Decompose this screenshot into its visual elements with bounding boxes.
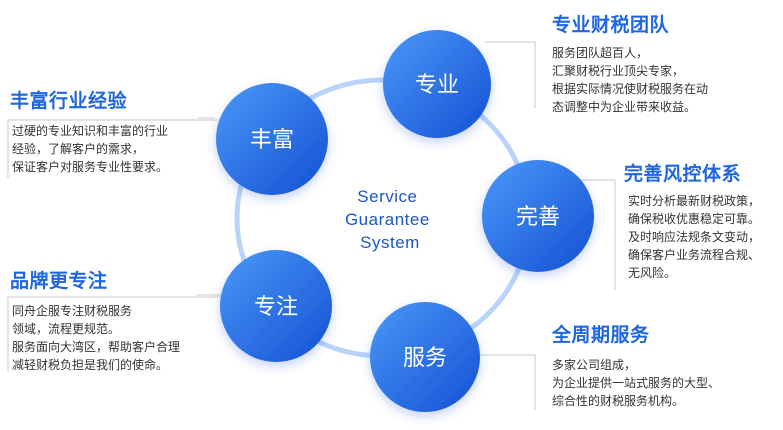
desc-line: 经验，了解客户的需求， [12, 142, 145, 156]
desc-line: 为企业提供一站式服务的大型、 [552, 376, 721, 390]
bracket-wanshan [570, 179, 616, 290]
desc-line: 确保税收优惠稳定可靠。 [628, 212, 761, 226]
center-label: Service Guarantee System [345, 187, 435, 252]
heading-wanshan: 完善风控体系 [624, 163, 742, 185]
desc-fuwu: 多家公司组成， 为企业提供一站式服务的大型、 综合性的财税服务机构。 [540, 356, 720, 410]
desc-line: 保证客户对服务专业性要求。 [12, 160, 169, 174]
heading-zhuanzhu: 品牌更专注 [10, 270, 108, 292]
node-label: 丰富 [250, 128, 294, 153]
node-fuwu: 服务 [370, 302, 480, 412]
bracket-fuwu [455, 354, 536, 410]
desc-line: 确保客户业务流程合规、 [628, 248, 761, 262]
heading-fuwu: 全周期服务 [552, 324, 650, 346]
node-zhuanye: 专业 [383, 30, 491, 138]
center-label-line: Service [357, 187, 417, 206]
bracket-zhuanye [485, 41, 536, 108]
heading-fengfu: 丰富行业经验 [10, 90, 128, 112]
node-fengfu: 丰富 [216, 83, 328, 195]
desc-line: 多家公司组成， [552, 358, 637, 372]
node-wanshan: 完善 [482, 160, 594, 272]
desc-line: 综合性的财税服务机构。 [552, 394, 685, 408]
center-label-line: Guarantee [345, 210, 430, 229]
desc-line: 服务团队超百人， [552, 46, 649, 60]
desc-line: 实时分析最新财税政策， [628, 194, 761, 208]
node-label: 完善 [516, 205, 560, 230]
desc-line: 态调整中为企业带来收益。 [552, 100, 697, 114]
desc-zhuanye: 服务团队超百人， 汇聚财税行业顶尖专家， 根据实际情况使财税服务在动 态调整中为… [540, 44, 708, 116]
desc-line: 领域，流程更规范。 [12, 322, 121, 336]
desc-zhuanzhu: 同舟企服专注财税服务 领域，流程更规范。 服务面向大湾区，帮助客户合理 减轻财税… [0, 302, 180, 374]
heading-zhuanye: 专业财税团队 [552, 14, 670, 36]
node-label: 专注 [254, 295, 298, 320]
node-zhuanzhu: 专注 [220, 250, 332, 362]
desc-line: 根据实际情况使财税服务在动 [552, 82, 709, 96]
desc-line: 同舟企服专注财税服务 [12, 304, 133, 318]
center-label-line: System [360, 233, 420, 252]
desc-line: 无风险。 [628, 266, 677, 280]
desc-line: 及时响应法规条文变动， [628, 230, 761, 244]
node-label: 服务 [403, 346, 447, 371]
desc-wanshan: 实时分析最新财税政策， 确保税收优惠稳定可靠。 及时响应法规条文变动， 确保客户… [616, 192, 760, 282]
desc-line: 过硬的专业知识和丰富的行业 [12, 124, 169, 138]
desc-line: 服务面向大湾区，帮助客户合理 [12, 340, 181, 354]
desc-line: 减轻财税负担是我们的使命。 [12, 358, 169, 372]
node-label: 专业 [415, 73, 459, 98]
desc-line: 汇聚财税行业顶尖专家， [552, 64, 685, 78]
desc-fengfu: 过硬的专业知识和丰富的行业 经验，了解客户的需求， 保证客户对服务专业性要求。 [0, 122, 168, 176]
